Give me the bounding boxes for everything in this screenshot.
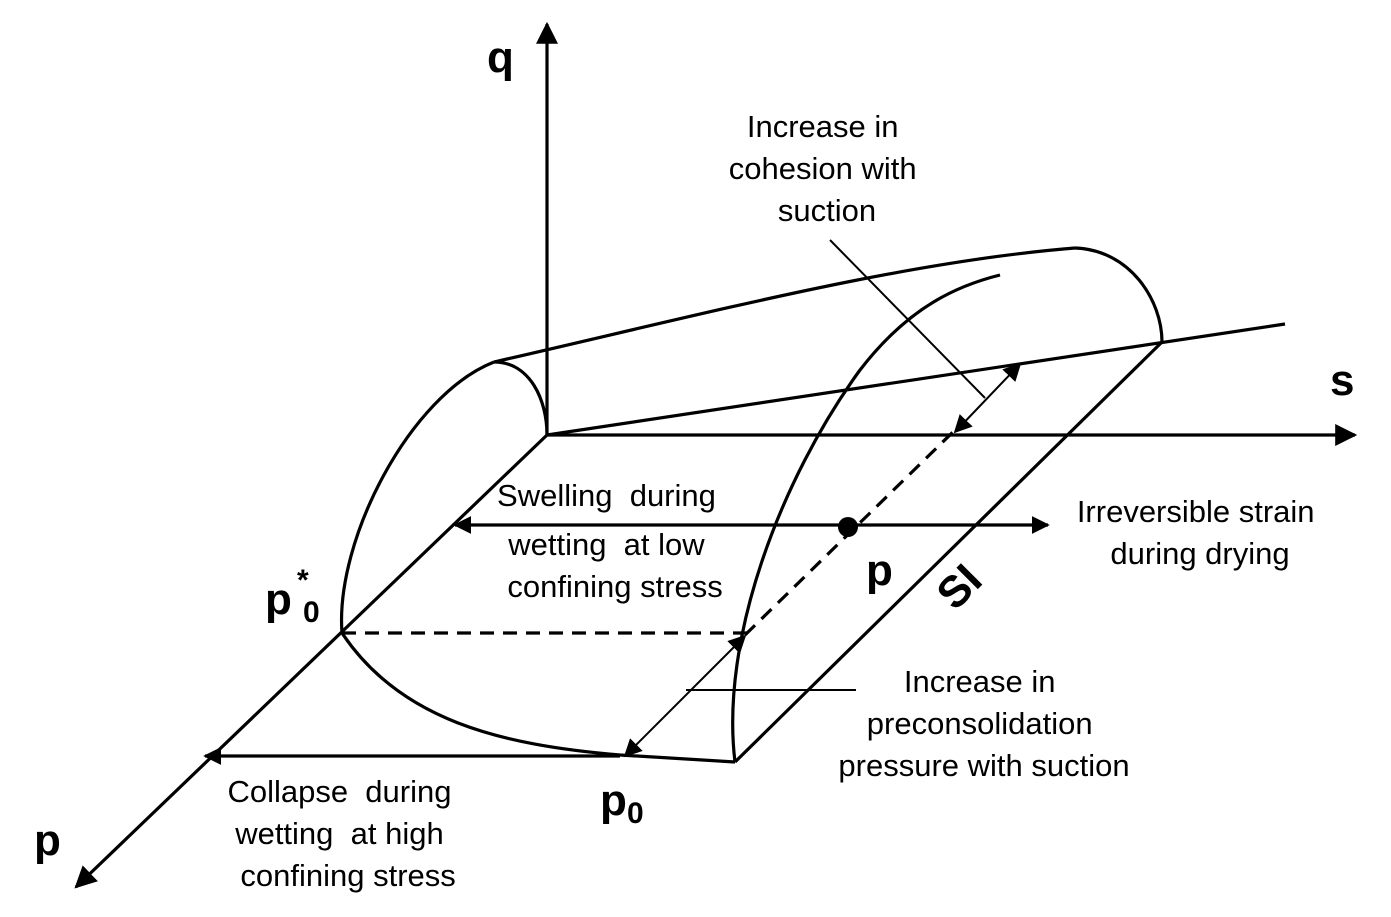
p-axis <box>74 433 549 889</box>
q-axis-label: q <box>487 33 514 82</box>
cohesion-leader <box>829 239 986 399</box>
svg-text:0: 0 <box>303 596 320 629</box>
svg-text:0: 0 <box>627 797 644 830</box>
cohesion-line <box>546 322 1286 437</box>
left-yield-curve <box>339 360 495 634</box>
far-cap-curve <box>1074 246 1164 343</box>
si-line <box>733 340 1164 764</box>
lc-curve <box>340 632 736 764</box>
irreversible-note: Irreversible strain during drying <box>1077 494 1323 571</box>
stress-point-dot <box>838 517 858 537</box>
s-axis-label: s <box>1330 356 1354 405</box>
p-star-zero-label: p * 0 <box>265 564 320 629</box>
swelling-note: Swelling during wetting at low confining… <box>0 0 759 604</box>
cohesion-arrow <box>953 362 1022 434</box>
p-zero-label: p 0 <box>600 776 644 830</box>
preconsolidation-note: Increase in preconsolidation pressure wi… <box>838 664 1129 783</box>
svg-text:p: p <box>600 776 627 825</box>
top-ridge-curve <box>493 246 1076 364</box>
p-axis-label: p <box>34 816 61 865</box>
origin-cap-curve <box>493 360 549 436</box>
svg-text:*: * <box>297 564 309 597</box>
cohesion-note: Increase in cohesion with suction <box>729 109 925 228</box>
svg-text:p: p <box>265 575 292 624</box>
stress-point-label: p <box>866 546 893 595</box>
preconsolidation-arrow <box>623 634 747 758</box>
collapse-note: Collapse during wetting at high confinin… <box>0 0 495 893</box>
